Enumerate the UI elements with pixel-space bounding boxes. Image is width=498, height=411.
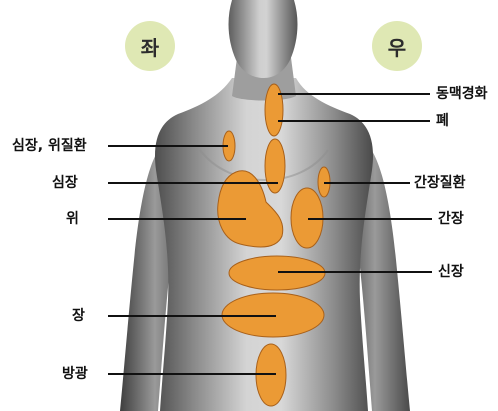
label-heart: 심장 xyxy=(52,175,78,191)
left-side-text: 좌 xyxy=(141,32,159,61)
label-stomach: 위 xyxy=(66,211,79,227)
label-aorta: 동맥경화 xyxy=(436,86,488,102)
right-side-badge: 우 xyxy=(372,21,422,71)
label-heart-stomach-disease: 심장, 위질환 xyxy=(12,138,87,154)
left-side-badge: 좌 xyxy=(125,21,175,71)
aorta-organ xyxy=(265,84,283,136)
label-intestine: 장 xyxy=(72,308,85,324)
label-lung: 폐 xyxy=(436,113,449,129)
label-kidney: 신장 xyxy=(438,264,464,280)
label-liver: 간장 xyxy=(438,211,464,227)
right-side-text: 우 xyxy=(388,32,406,61)
label-liver-disease: 간장질환 xyxy=(414,175,466,191)
heart-organ xyxy=(265,139,285,193)
label-bladder: 방광 xyxy=(62,366,88,382)
